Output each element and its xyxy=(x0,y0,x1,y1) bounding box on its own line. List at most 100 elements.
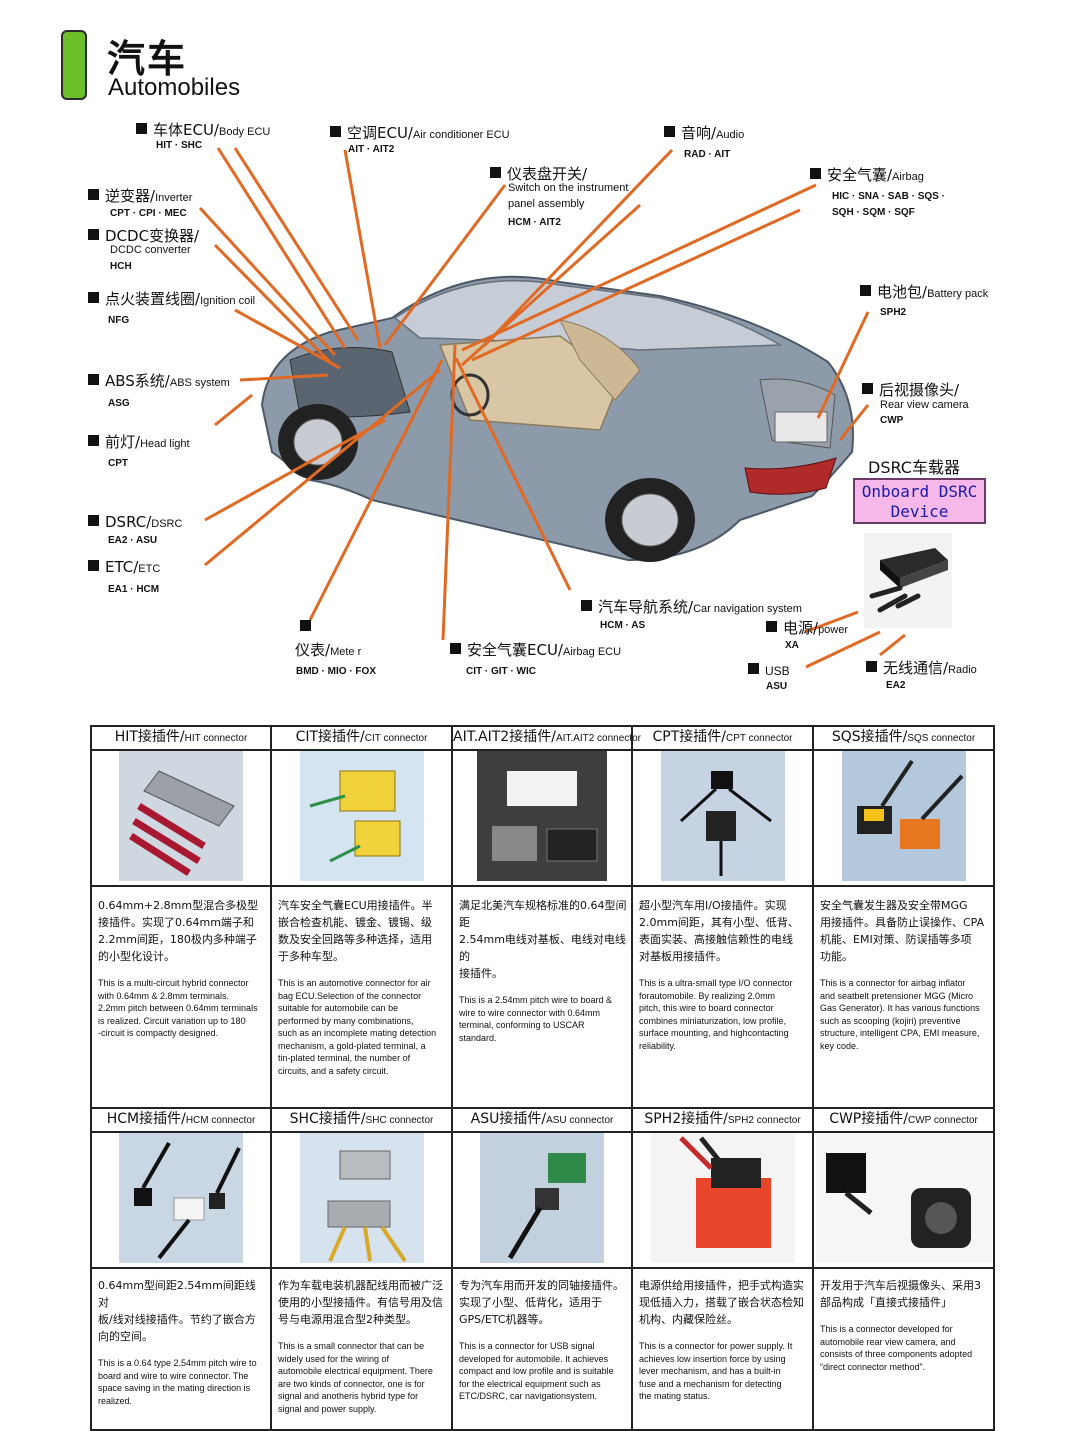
callout-headlight: 前灯/Head light xyxy=(88,433,190,453)
desc-en: This is a multi-circuit hybrid connector… xyxy=(98,978,258,1038)
callout-headlight-parts: CPT xyxy=(108,458,128,469)
connector-header: CPT接插件/CPT connector xyxy=(631,725,814,751)
callout-rear-camera: 后视摄像头/ xyxy=(862,381,959,399)
callout-inverter: 逆变器/Inverter xyxy=(88,187,192,207)
desc-en: This is a connector for power supply. It… xyxy=(639,1341,793,1401)
connector-image-cell xyxy=(90,1131,272,1269)
callout-instrument-switch-en1: Switch on the instrument xyxy=(508,182,629,194)
connector-header: ASU接插件/ASU connector xyxy=(451,1107,633,1133)
desc-en: This is a 2.54mm pitch wire to board &wi… xyxy=(459,995,613,1043)
callout-etc: ETC/ETC xyxy=(88,558,160,578)
connector-table: HIT接插件/HIT connector CIT接插件/CIT connecto… xyxy=(90,725,995,1431)
callout-meter-marker xyxy=(300,620,311,631)
connector-image-cell xyxy=(812,749,995,887)
callout-abs: ABS系统/ABS system xyxy=(88,372,230,392)
page-title-cn: 汽车 xyxy=(107,37,188,81)
connector-header: SHC接插件/SHC connector xyxy=(270,1107,453,1133)
callout-ac-ecu-parts: AIT · AIT2 xyxy=(348,144,395,155)
callout-radio-parts: EA2 xyxy=(886,680,906,691)
connector-image-cell xyxy=(90,749,272,887)
callout-audio: 音响/Audio xyxy=(664,124,744,144)
callout-dsrc: DSRC/DSRC xyxy=(88,513,182,533)
connector-header: HCM接插件/HCM connector xyxy=(90,1107,272,1133)
callout-abs-parts: ASG xyxy=(108,398,130,409)
callout-usb: USB xyxy=(748,661,790,680)
callout-airbag-parts-2: SQH · SQM · SQF xyxy=(832,207,915,218)
desc-en: This is a ultra-small type I/O connector… xyxy=(639,978,793,1051)
car-body xyxy=(260,275,854,562)
callout-navigation: 汽车导航系统/Car navigation system xyxy=(581,598,802,618)
sph2-connector-photo xyxy=(650,1133,795,1263)
callout-radio: 无线通信/Radio xyxy=(866,659,977,679)
callout-audio-parts: RAD · AIT xyxy=(684,149,731,160)
callout-body-ecu: 车体ECU/Body ECU xyxy=(136,121,270,141)
connector-description: 作为车载电装机器配线用而被广泛使用的小型接插件。有信号用及信号与电源用混合型2种… xyxy=(270,1267,453,1431)
connector-header: CIT接插件/CIT connector xyxy=(270,725,453,751)
table-row-images-2 xyxy=(90,1131,995,1269)
connector-header: AIT.AIT2接插件/AIT.AIT2 connector xyxy=(451,725,641,751)
ait-connector-photo xyxy=(477,751,607,881)
connector-description: 0.64mm型间距2.54mm间距线对板/线对线接插件。节约了嵌合方向的空间。T… xyxy=(90,1267,272,1431)
connector-image-cell xyxy=(812,1131,995,1269)
connector-header: SQS接插件/SQS connector xyxy=(812,725,995,751)
table-row-headers-1: HIT接插件/HIT connector CIT接插件/CIT connecto… xyxy=(90,725,995,751)
callout-battery: 电池包/Battery pack xyxy=(860,283,988,303)
connector-header: SPH2接插件/SPH2 connector xyxy=(631,1107,814,1133)
callout-etc-parts: EA1 · HCM xyxy=(108,584,160,595)
hcm-connector-photo xyxy=(119,1133,243,1263)
leader-lines xyxy=(198,147,906,669)
section-tab-marker xyxy=(61,30,87,100)
callout-dcdc-parts: HCH xyxy=(110,261,132,272)
callout-dsrc-parts: EA2 · ASU xyxy=(108,535,158,546)
connector-description: 电源供给用接插件，把手式构造实现低插入力，搭载了嵌合状态检知机构、内藏保险丝。 T… xyxy=(631,1267,814,1431)
cwp-connector-photo xyxy=(815,1133,992,1263)
callout-dcdc: DCDC变换器/ xyxy=(88,227,199,245)
connector-image-cell xyxy=(451,749,633,887)
callout-airbag-parts-1: HIC · SNA · SAB · SQS · xyxy=(832,191,945,202)
callout-meter-parts: BMD · MIO · FOX xyxy=(296,666,376,677)
desc-cn: 汽车安全气囊ECU用接插件。半嵌合检查机能、镀金、镀锡、级数及安全回路等多种选择… xyxy=(278,899,433,963)
callout-ac-ecu: 空调ECU/Air conditioner ECU xyxy=(330,124,510,144)
desc-cn: 电源供给用接插件，把手式构造实现低插入力，搭载了嵌合状态检知机构、内藏保险丝。 xyxy=(639,1279,804,1326)
callout-dcdc-en: DCDC converter xyxy=(110,244,191,256)
callout-airbag-ecu-parts: CIT · GIT · WIC xyxy=(466,666,536,677)
callout-instrument-switch-en2: panel assembly xyxy=(508,198,585,210)
callout-power: 电源/power xyxy=(766,619,848,639)
shc-connector-photo xyxy=(299,1133,424,1263)
callout-body-ecu-parts: HIT · SHC xyxy=(156,140,203,151)
desc-en: This is a 0.64 type 2.54mm pitch wire to… xyxy=(98,1358,257,1406)
callout-inverter-parts: CPT · CPI · MEC xyxy=(110,208,187,219)
callout-navigation-parts: HCM · AS xyxy=(600,620,646,631)
callout-instrument-switch: 仪表盘开关/ xyxy=(490,165,587,183)
table-row-images-1 xyxy=(90,749,995,887)
car-illustration xyxy=(198,147,952,669)
page-title-en: Automobiles xyxy=(108,74,241,101)
cpt-connector-photo xyxy=(660,751,785,881)
callout-power-parts: XA xyxy=(785,640,799,651)
sqs-connector-photo xyxy=(841,751,966,881)
hit-connector-photo xyxy=(119,751,243,881)
callout-airbag: 安全气囊/Airbag xyxy=(810,166,924,186)
desc-cn: 作为车载电装机器配线用而被广泛使用的小型接插件。有信号用及信号与电源用混合型2种… xyxy=(278,1279,443,1326)
table-row-headers-2: HCM接插件/HCM connector SHC接插件/SHC connecto… xyxy=(90,1107,995,1133)
callout-ignition-parts: NFG xyxy=(108,315,130,326)
connector-image-cell xyxy=(270,1131,453,1269)
cit-connector-photo xyxy=(299,751,424,881)
callout-usb-parts: ASU xyxy=(766,681,788,692)
callout-ignition: 点火装置线圈/Ignition coil xyxy=(88,290,255,310)
connector-image-cell xyxy=(631,1131,814,1269)
callout-battery-parts: SPH2 xyxy=(880,307,907,318)
connector-header: HIT接插件/HIT connector xyxy=(90,725,272,751)
